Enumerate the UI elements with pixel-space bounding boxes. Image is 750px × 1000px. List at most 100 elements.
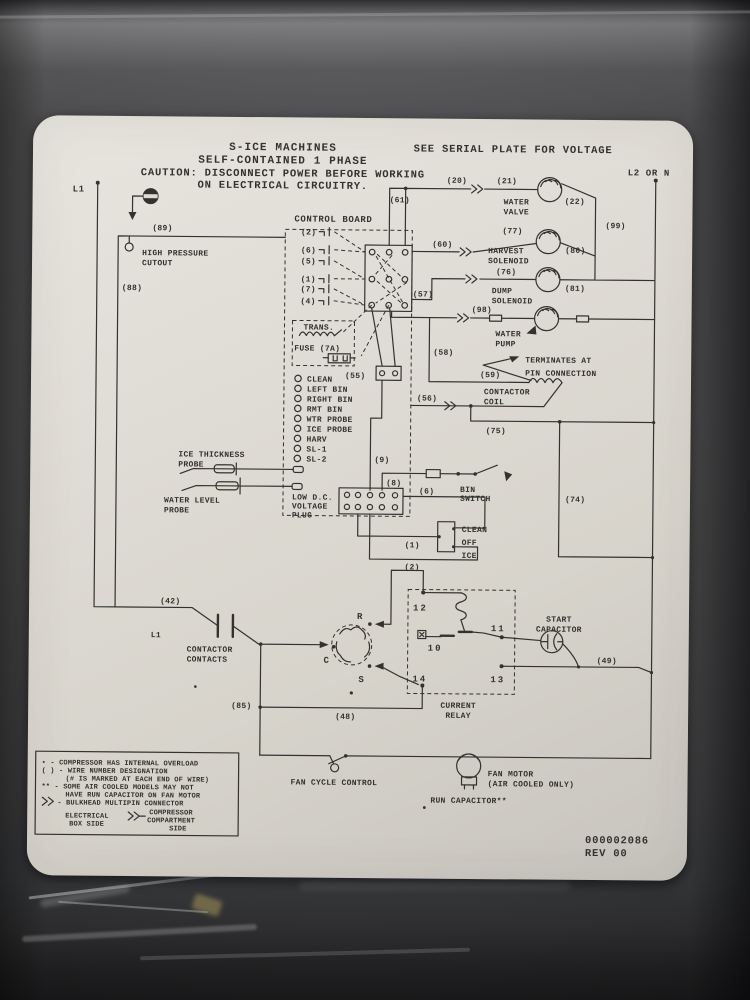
title-line4: ON ELECTRICAL CIRCUITRY. <box>197 180 368 193</box>
motor-terminal-c: C <box>324 656 330 666</box>
low-dc-plug-label: LOW D.C. <box>292 493 333 502</box>
high-pressure-cutout-label: CUTOUT <box>142 259 173 268</box>
fan-motor-label: FAN MOTOR <box>488 770 534 779</box>
board-pin-label: (2) <box>301 228 316 237</box>
status-item: SL-1 <box>306 446 326 455</box>
scratch-mark <box>300 880 570 890</box>
wire-label-60: (60) <box>432 241 452 250</box>
start-capacitor-label: CAPACITOR <box>536 626 582 635</box>
wire-label-22: (22) <box>565 198 585 207</box>
wire-label-48: (48) <box>335 713 355 722</box>
low-dc-plug-label: PLUG <box>292 511 312 520</box>
l1-label: L1 <box>73 184 85 194</box>
water-level-probe-label: WATER LEVEL <box>164 496 220 505</box>
scratch-mark <box>58 900 208 914</box>
relay-terminal-14: 14 <box>412 674 427 684</box>
relay-terminal-10: 10 <box>428 644 443 654</box>
legend-line: HAVE RUN CAPACITOR ON FAN MOTOR <box>65 791 201 800</box>
relay-terminal-13: 13 <box>490 675 505 685</box>
l1-bottom-label: L1 <box>151 631 161 640</box>
water-pump-icon <box>488 306 590 332</box>
motor-terminal-r: R <box>357 612 363 622</box>
contactor-contacts-label: CONTACTOR <box>187 645 233 654</box>
wiring-lines <box>93 179 657 765</box>
legend-line: • - COMPRESSOR HAS INTERNAL OVERLOAD <box>42 759 199 768</box>
wiring-diagram-label: S-ICE MACHINES SELF-CONTAINED 1 PHASE CA… <box>26 115 694 881</box>
wire-label-59: (59) <box>480 371 500 380</box>
wire-label-2: (2) <box>404 563 419 572</box>
wire-label-74: (74) <box>565 496 585 505</box>
wire-label-58: (58) <box>433 349 453 358</box>
title-line1: S-ICE MACHINES <box>229 142 337 155</box>
compressor-windings-icon <box>331 622 372 668</box>
fuse-icon <box>322 353 356 364</box>
scratch-mark <box>22 923 257 943</box>
part-number: 000002086 <box>585 835 649 848</box>
bin-switch-label: SWITCH <box>460 495 491 504</box>
fan-cycle-control-icon <box>330 763 340 773</box>
wire-label-99: (99) <box>605 222 625 231</box>
legend-compressor-side: COMPARTMENT <box>147 817 195 825</box>
transformer-label: TRANS. <box>303 324 334 333</box>
selector-position: CLEAN <box>462 526 488 535</box>
board-pin-label: (1) <box>301 275 316 284</box>
contactor-coil-label: CONTACTOR <box>484 388 530 397</box>
terminates-note: PIN CONNECTION <box>525 369 596 379</box>
status-item: CLEAN <box>307 376 333 385</box>
legend-compressor-side: COMPRESSOR <box>149 809 193 817</box>
low-dc-plug-label: VOLTAGE <box>292 502 328 511</box>
start-capacitor-label: START <box>546 616 572 625</box>
fan-cycle-control-label: FAN CYCLE CONTROL <box>290 778 377 788</box>
wire-label-21: (21) <box>497 177 517 186</box>
fan-motor-icon <box>456 753 482 790</box>
status-item: RMT BIN <box>307 406 343 415</box>
overload-dot <box>349 691 353 695</box>
selector-position: OFF <box>462 539 477 548</box>
status-item: SL-2 <box>306 456 326 465</box>
wire-label-20: (20) <box>447 177 467 186</box>
title-line2: SELF-CONTAINED 1 PHASE <box>198 155 368 168</box>
overload-dot <box>194 685 197 688</box>
status-item: RIGHT BIN <box>307 396 353 405</box>
relay-terminal-12: 12 <box>413 603 428 613</box>
wire-label-6: (6) <box>419 488 434 497</box>
status-item: ICE PROBE <box>307 426 353 435</box>
bulkhead-connector-icon <box>456 313 470 323</box>
clean-off-ice-switch-icon <box>436 521 456 553</box>
high-pressure-cutout-icon <box>124 235 134 252</box>
ice-thickness-probe-label: ICE THICKNESS <box>178 450 244 460</box>
terminates-note: TERMINATES AT <box>525 356 591 366</box>
wire-label-75: (75) <box>486 427 506 436</box>
compressor-symbol <box>331 624 373 666</box>
fan-motor-label: (AIR COOLED ONLY) <box>487 780 574 790</box>
water-pump-label: WATER <box>495 330 521 339</box>
harvest-solenoid-label: HARVEST <box>488 247 524 256</box>
water-pump-label: PUMP <box>495 340 515 349</box>
wire-label-81: (81) <box>565 285 585 294</box>
board-pin-label: (5) <box>301 257 316 266</box>
motor-terminal-s: S <box>358 675 364 685</box>
fuse-label: FUSE (7A) <box>294 344 340 353</box>
l2-label: L2 OR N <box>628 168 670 178</box>
wire-label-88: (88) <box>122 284 142 293</box>
wiring-diagram: S-ICE MACHINES SELF-CONTAINED 1 PHASE CA… <box>34 142 670 860</box>
bin-switch-icon <box>425 468 513 482</box>
ice-thickness-probe-icon <box>213 464 304 474</box>
water-level-probe-label: PROBE <box>164 506 190 515</box>
bulkhead-connector-icon <box>459 247 472 257</box>
junction-dots <box>95 178 658 809</box>
transformer-icon <box>298 329 343 337</box>
high-pressure-cutout-label: HIGH PRESSURE <box>142 249 208 259</box>
scratch-mark <box>140 947 470 961</box>
bin-switch-label: BIN <box>460 486 475 495</box>
power-terminal-icon <box>142 188 159 205</box>
legend-compressor-side: SIDE <box>169 825 186 833</box>
terminal-55-icon <box>375 365 402 381</box>
start-capacitor-icon <box>540 630 564 654</box>
board-pin-label: (4) <box>300 297 315 306</box>
overload-dot <box>422 806 426 809</box>
wire-label-61: (61) <box>390 196 410 205</box>
wire-label-98: (98) <box>472 306 492 315</box>
title-line3: CAUTION: DISCONNECT POWER BEFORE WORKING <box>141 167 425 181</box>
ice-thickness-probe-label: PROBE <box>178 460 204 469</box>
